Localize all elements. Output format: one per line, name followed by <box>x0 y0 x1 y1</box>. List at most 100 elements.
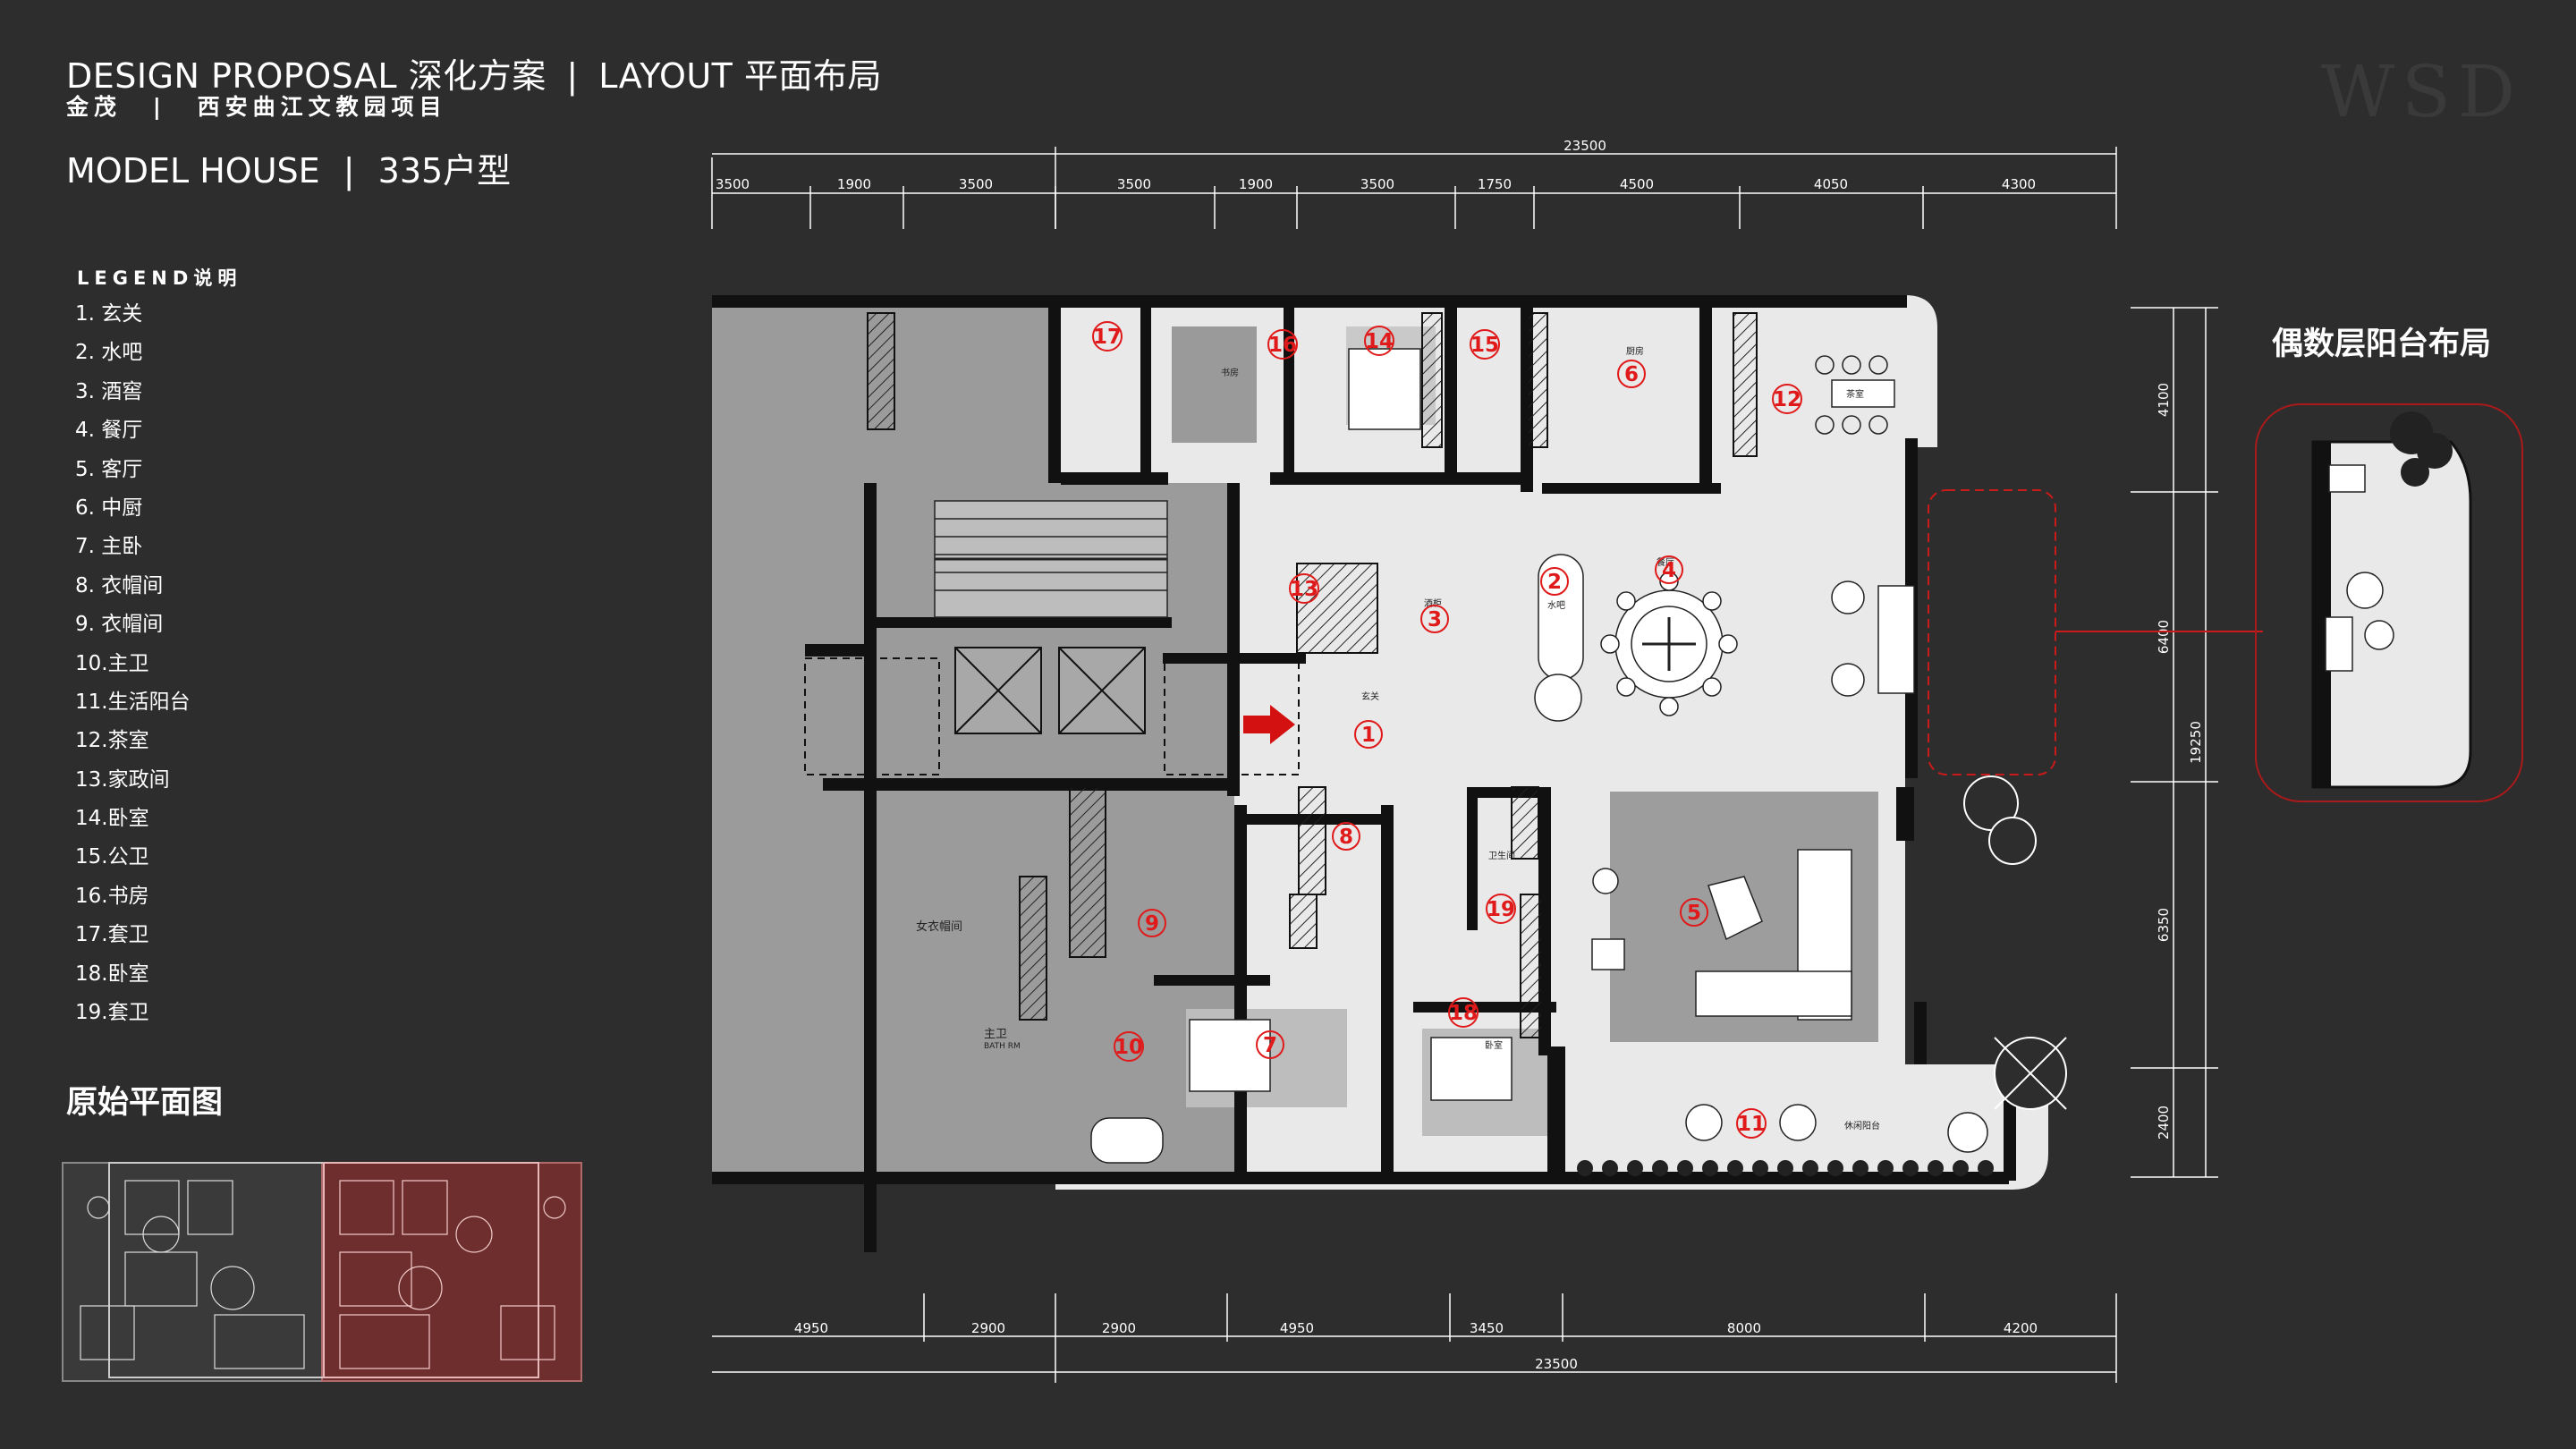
room-number-17: 17 <box>1092 321 1123 352</box>
top-dim: 3500 <box>716 176 750 192</box>
room-number-11: 11 <box>1736 1108 1767 1139</box>
model-label: MODEL HOUSE <box>66 151 320 191</box>
room-number-6-text: 6 <box>1624 363 1639 386</box>
room-number-15-text: 15 <box>1470 334 1499 357</box>
original-plan-title: 原始平面图 <box>66 1085 224 1121</box>
top-dim: 1900 <box>1239 176 1273 192</box>
room-numbers: 1 2 3 4 5 6 7 8 9 10 11 12 13 14 15 16 1… <box>1092 321 1802 1139</box>
bottom-dim: 8000 <box>1727 1320 1761 1336</box>
room-number-17-text: 17 <box>1093 326 1122 349</box>
title-cn: 深化方案 <box>408 56 547 96</box>
room-number-9-text: 9 <box>1145 912 1159 936</box>
right-dim: 4100 <box>2156 383 2172 417</box>
room-number-16-text: 16 <box>1268 334 1297 357</box>
room-number-4-text: 4 <box>1662 559 1676 582</box>
model-separator: | <box>343 151 355 191</box>
bottom-dim: 3450 <box>1470 1320 1504 1336</box>
room-number-8: 8 <box>1332 822 1360 851</box>
room-number-10: 10 <box>1114 1031 1144 1062</box>
label-living-balcony: 休闲阳台 <box>1844 1120 1880 1131</box>
balcony-highlight <box>1928 489 2056 775</box>
label-bedroom: 卧室 <box>1485 1039 1503 1051</box>
top-dim: 1900 <box>837 176 871 192</box>
legend-item: 2. 水吧 <box>75 341 143 365</box>
subtitle-separator: | <box>152 94 166 120</box>
room-number-16: 16 <box>1267 329 1298 360</box>
bottom-dimension-labels: 4950 2900 2900 4950 3450 8000 4200 <box>794 1320 2038 1336</box>
legend-item: 15.公卫 <box>75 845 149 869</box>
landscape-trees <box>1963 775 2067 1110</box>
top-dim: 4050 <box>1814 176 1848 192</box>
room-number-18: 18 <box>1448 997 1479 1028</box>
legend-item: 14.卧室 <box>75 807 149 831</box>
room-number-2: 2 <box>1540 567 1569 596</box>
legend-list: 1. 玄关 2. 水吧 3. 酒窖 4. 餐厅 5. 客厅 6. 中厨 7. 主… <box>75 295 191 1032</box>
label-master-bath-en: BATH RM <box>984 1042 1021 1051</box>
bottom-total-dimension: 23500 <box>1535 1356 1578 1372</box>
title-separator: | <box>566 56 579 96</box>
room-number-15: 15 <box>1470 329 1500 360</box>
right-dimension-chain <box>2131 307 2218 1178</box>
room-number-4: 4 <box>1655 555 1683 584</box>
bottom-dimension-chain <box>712 1293 2117 1383</box>
label-master-bath: 主卫 <box>984 1028 1007 1041</box>
legend-item: 5. 客厅 <box>75 457 143 481</box>
title-en: DESIGN PROPOSAL <box>66 56 398 96</box>
top-dimension-labels: 3500 1900 3500 3500 1900 3500 1750 4500 … <box>716 176 2036 192</box>
room-number-7: 7 <box>1256 1030 1284 1059</box>
legend-item: 7. 主卧 <box>75 535 143 559</box>
legend-title: LEGEND说明 <box>77 264 242 291</box>
planter-row <box>1577 1160 1994 1176</box>
furniture <box>1090 348 1988 1164</box>
staircase <box>934 500 1168 618</box>
right-dim: 6400 <box>2156 620 2172 654</box>
legend-item: 16.书房 <box>75 884 149 908</box>
top-dim: 3500 <box>959 176 993 192</box>
wsd-watermark-logo: WSD <box>2320 50 2522 133</box>
balcony-layout-title: 偶数层阳台布局 <box>2272 326 2492 362</box>
room-number-14-text: 14 <box>1365 330 1394 353</box>
top-dim: 4300 <box>2002 176 2036 192</box>
label-tea: 茶室 <box>1846 388 1864 400</box>
project-subtitle: 金茂 | 西安曲江文教园项目 <box>66 89 447 122</box>
elevators <box>804 647 1300 775</box>
bottom-dim: 2900 <box>1102 1320 1136 1336</box>
legend-title-en: LEGEND <box>77 267 194 289</box>
balcony-inset <box>2255 403 2523 802</box>
legend-item: 4. 餐厅 <box>75 419 143 443</box>
room-number-2-text: 2 <box>1547 571 1562 594</box>
room-number-13-text: 13 <box>1290 578 1318 601</box>
bottom-dim: 2900 <box>971 1320 1005 1336</box>
room-number-18-text: 18 <box>1449 1002 1478 1025</box>
layout-en: LAYOUT <box>598 56 733 96</box>
right-dim: 6350 <box>2156 908 2172 942</box>
top-total-dimension: 23500 <box>1563 138 1606 154</box>
label-study: 书房 <box>1221 367 1239 378</box>
legend-item: 3. 酒窖 <box>75 379 143 403</box>
floor-plan: 女衣帽间 主卫 BATH RM 休闲阳台 玄关 餐厅 厨房 茶室 书房 酒柜 水… <box>712 295 2263 1252</box>
layout-cn: 平面布局 <box>743 56 882 96</box>
room-number-5-text: 5 <box>1687 902 1701 925</box>
legend-item: 18.卧室 <box>75 962 149 986</box>
top-dim: 4500 <box>1620 176 1654 192</box>
room-number-1-text: 1 <box>1361 724 1376 747</box>
model-type: 335户型 <box>377 151 512 191</box>
room-number-10-text: 10 <box>1114 1036 1143 1059</box>
legend-item: 11.生活阳台 <box>75 690 191 714</box>
room-number-5: 5 <box>1680 898 1708 927</box>
room-number-12-text: 12 <box>1773 388 1801 411</box>
top-dim: 3500 <box>1117 176 1151 192</box>
room-number-19-text: 19 <box>1487 898 1515 921</box>
label-kitchen: 厨房 <box>1626 345 1644 357</box>
label-bath: 卫生间 <box>1488 850 1515 861</box>
room-number-7-text: 7 <box>1263 1034 1277 1057</box>
bottom-dim: 4950 <box>794 1320 828 1336</box>
legend-item: 13.家政间 <box>75 767 170 792</box>
room-number-13: 13 <box>1289 573 1319 604</box>
legend-item: 12.茶室 <box>75 729 149 753</box>
model-house-title: MODEL HOUSE | 335户型 <box>66 143 511 192</box>
room-number-11-text: 11 <box>1737 1113 1766 1136</box>
project-name: 西安曲江文教园项目 <box>197 94 447 120</box>
room-number-3-text: 3 <box>1428 608 1442 631</box>
original-plan-thumbnail <box>62 1162 582 1382</box>
